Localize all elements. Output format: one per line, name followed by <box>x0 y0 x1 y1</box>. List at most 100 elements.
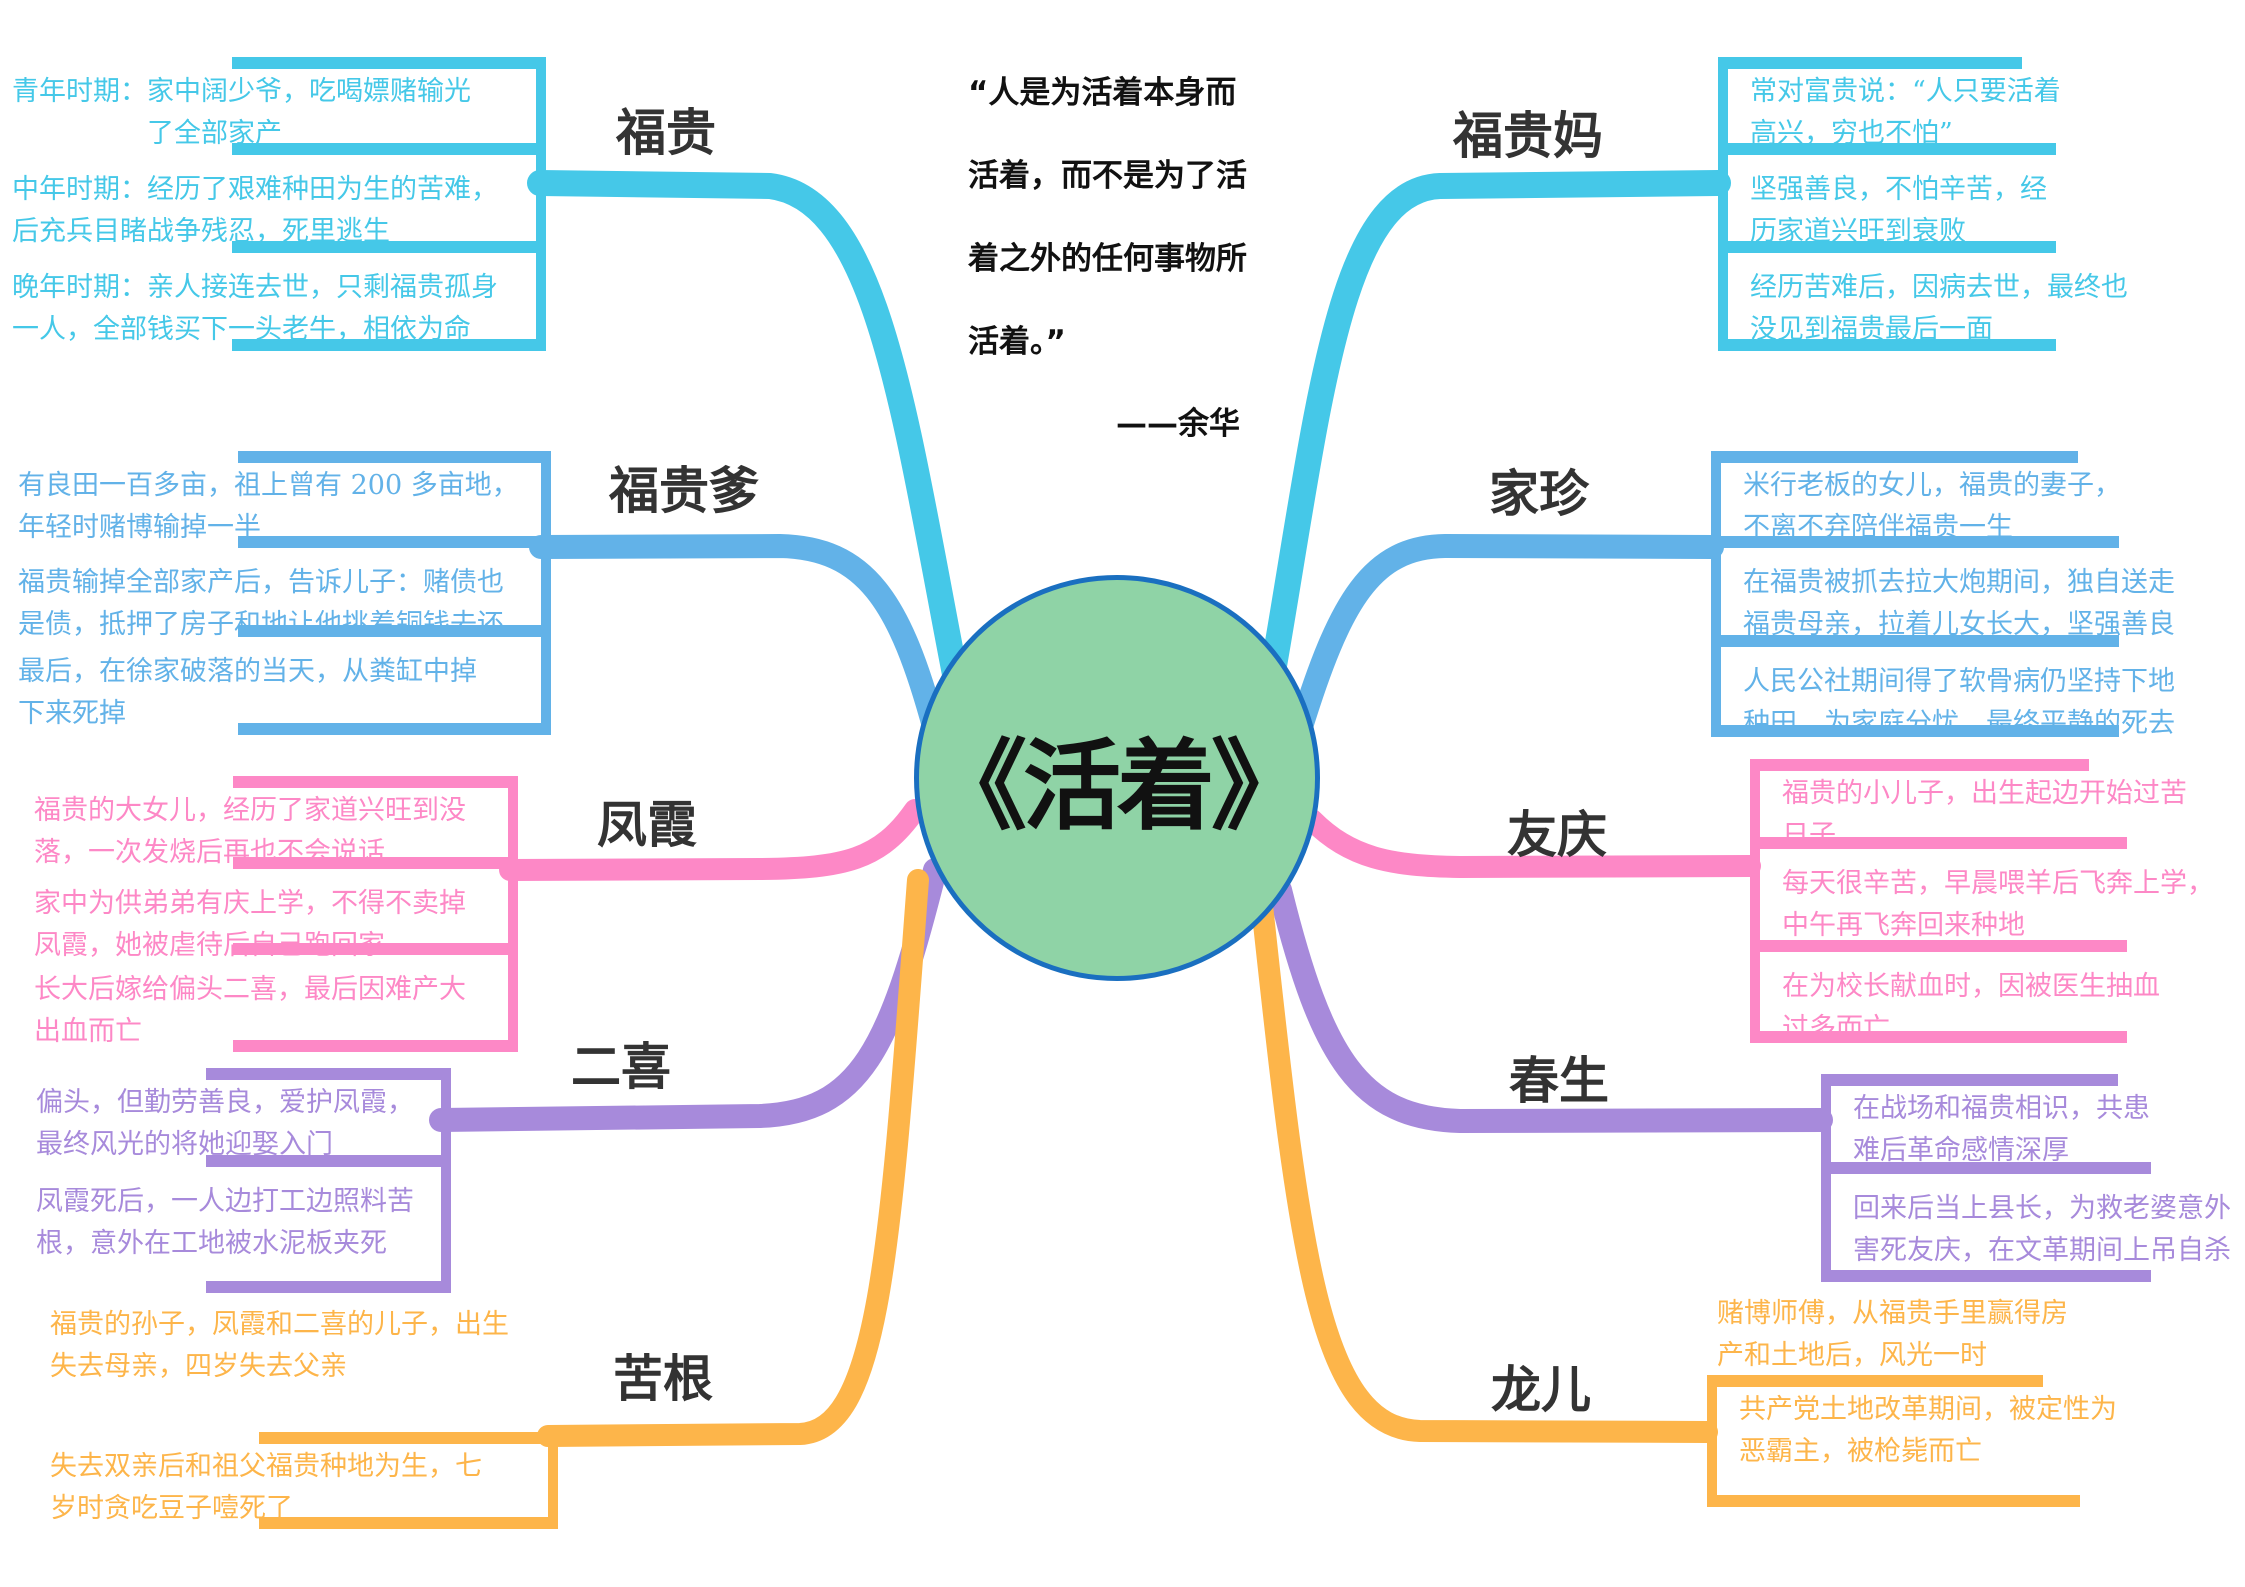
detail-text-line: 最后，在徐家破落的当天，从粪缸中掉 <box>18 656 477 687</box>
branch-label-youqing[interactable]: 友庆 <box>1507 806 1607 864</box>
branch-line-longer <box>1251 894 1718 1443</box>
detail-group-chunsheng: 在战场和福贵相识，共患难后革命感情深厚回来后当上县长，为救老婆意外害死友庆，在文… <box>1821 1074 2241 1282</box>
branch-line-fengxia <box>499 799 926 881</box>
branch-line-fuguidie <box>529 534 947 742</box>
detail-text-line: 赌博师傅，从福贵手里赢得房 <box>1717 1298 2068 1329</box>
detail-group-erxi: 偏头，但勤劳善良，爱护凤霞， 最终风光的将她迎娶入门凤霞死后，一人边打工边照料苦根… <box>36 1068 451 1293</box>
detail-text-line: 下来死掉 <box>18 698 126 729</box>
quote-line: 活着。” <box>968 324 1066 360</box>
branch-line-youqing <box>1301 809 1761 878</box>
branch-line-fuguima <box>1255 170 1731 713</box>
detail-item[interactable]: 每天很辛苦，早晨喂羊后飞奔上学，中午再飞奔回来种地 <box>1760 849 2230 952</box>
detail-text-line: 中年时期：经历了艰难种田为生的苦难， <box>12 174 498 205</box>
detail-text-line: 每天很辛苦，早晨喂羊后飞奔上学， <box>1782 868 2214 899</box>
branch-label-fugui[interactable]: 福贵 <box>616 104 716 162</box>
detail-text-line: 长大后嫁给偏头二喜，最后因难产大 <box>34 974 466 1005</box>
detail-item[interactable]: 人民公社期间得了软骨病仍坚持下地种田，为家庭分忧，最终平静的死去 <box>1721 647 2231 739</box>
detail-text-line: 失去母亲，四岁失去父亲 <box>50 1351 347 1382</box>
detail-item[interactable]: 常对富贵说：“人只要活着高兴，穷也不怕” <box>1728 57 2148 155</box>
detail-item[interactable]: 晚年时期：亲人接连去世，只剩福贵孤身一人，全部钱买下一头老牛，相依为命 <box>12 253 536 351</box>
detail-text-line: 了全部家产 <box>12 118 282 149</box>
branch-line-chunsheng <box>1268 878 1833 1133</box>
detail-text-line: 米行老板的女儿，福贵的妻子， <box>1743 470 2121 501</box>
detail-text-line: 高兴，穷也不怕” <box>1750 118 1953 149</box>
detail-item[interactable]: 福贵输掉全部家产后，告诉儿子：赌债也是债，抵押了房子和地让他挑着铜钱去还 <box>18 548 541 640</box>
detail-item[interactable]: 坚强善良，不怕辛苦，经历家道兴旺到衰败 <box>1728 155 2148 253</box>
detail-text-line: 福贵的小儿子，出生起边开始过苦 <box>1782 778 2187 809</box>
branch-label-erxi[interactable]: 二喜 <box>571 1038 671 1096</box>
detail-group-kugen: 福贵的孙子，凤霞和二喜的儿子，出生失去母亲，四岁失去父亲失去双亲后和祖父福贵种地… <box>50 1309 558 1529</box>
detail-item[interactable]: 米行老板的女儿，福贵的妻子，不离不弃陪伴福贵一生 <box>1721 451 2231 548</box>
detail-text-line: 偏头，但勤劳善良，爱护凤霞， <box>36 1087 414 1118</box>
detail-item[interactable]: 长大后嫁给偏头二喜，最后因难产大出血而亡 <box>34 955 508 1052</box>
detail-item[interactable]: 共产党土地改革期间，被定性为恶霸主，被枪毙而亡 <box>1717 1375 2182 1507</box>
detail-text-line: 凤霞死后，一人边打工边照料苦 <box>36 1186 414 1217</box>
detail-text-line: 岁时贪吃豆子噎死了 <box>50 1493 293 1524</box>
detail-text-line: 没见到福贵最后一面 <box>1750 314 1993 345</box>
detail-group-fuguima: 常对富贵说：“人只要活着高兴，穷也不怕”坚强善良，不怕辛苦，经历家道兴旺到衰败经… <box>1718 57 2148 351</box>
branch-line-jiazhen <box>1288 534 1724 742</box>
detail-text-line: 历家道兴旺到衰败 <box>1750 216 1966 247</box>
detail-item[interactable]: 在战场和福贵相识，共患难后革命感情深厚 <box>1831 1074 2241 1174</box>
detail-item[interactable]: 失去双亲后和祖父福贵种地为生，七岁时贪吃豆子噎死了 <box>50 1432 548 1529</box>
detail-group-fengxia: 福贵的大女儿，经历了家道兴旺到没落，一次发烧后再也不会说话家中为供弟弟有庆上学，… <box>34 776 518 1052</box>
detail-text-line: 在福贵被抓去拉大炮期间，独自送走 <box>1743 567 2175 598</box>
branch-label-fuguidie[interactable]: 福贵爹 <box>609 462 759 520</box>
detail-text-line: 出血而亡 <box>34 1016 142 1047</box>
detail-item[interactable]: 福贵的小儿子，出生起边开始过苦日子 <box>1760 759 2230 851</box>
branch-line-kugen <box>537 869 929 1447</box>
detail-text-line: 害死友庆，在文革期间上吊自杀 <box>1853 1235 2231 1266</box>
detail-item[interactable]: 中年时期：经历了艰难种田为生的苦难，后充兵目睹战争残忍，死里逃生 <box>12 155 536 253</box>
detail-text-line: 家中为供弟弟有庆上学，不得不卖掉 <box>34 888 466 919</box>
detail-text-line: 回来后当上县长，为救老婆意外 <box>1853 1193 2231 1224</box>
detail-item[interactable]: 回来后当上县长，为救老婆意外害死友庆，在文革期间上吊自杀 <box>1831 1174 2241 1282</box>
detail-group-jiazhen: 米行老板的女儿，福贵的妻子，不离不弃陪伴福贵一生在福贵被抓去拉大炮期间，独自送走… <box>1711 451 2231 739</box>
detail-item[interactable]: 赌博师傅，从福贵手里赢得房产和土地后，风光一时 <box>1717 1293 2068 1377</box>
detail-text-line: 恶霸主，被枪毙而亡 <box>1739 1436 1982 1467</box>
detail-item[interactable]: 在福贵被抓去拉大炮期间，独自送走福贵母亲，拉着儿女长大，坚强善良 <box>1721 548 2231 647</box>
detail-text-line: 最终风光的将她迎娶入门 <box>36 1129 333 1160</box>
quote-block: “人是为活着本身而 活着，而不是为了活 着之外的任何事物所 活着。” ——余华 <box>968 68 1288 442</box>
quote-line: 着之外的任何事物所 <box>968 241 1247 277</box>
quote-line: “人是为活着本身而 <box>968 75 1237 111</box>
branch-label-kugen[interactable]: 苦根 <box>613 1350 713 1408</box>
detail-text-line: 在战场和福贵相识，共患 <box>1853 1093 2150 1124</box>
detail-item[interactable]: 有良田一百多亩，祖上曾有 200 多亩地， 年轻时赌博输掉一半 <box>18 451 541 548</box>
detail-item[interactable]: 经历苦难后，因病去世，最终也没见到福贵最后一面 <box>1728 253 2148 351</box>
detail-text-line: 青年时期：家中阔少爷，吃喝嫖赌输光 <box>12 76 471 107</box>
branch-label-jiazhen[interactable]: 家珍 <box>1489 465 1589 523</box>
detail-group-longer: 赌博师傅，从福贵手里赢得房产和土地后，风光一时共产党土地改革期间，被定性为恶霸主… <box>1707 1298 2182 1507</box>
branch-label-longer[interactable]: 龙儿 <box>1491 1361 1591 1419</box>
detail-text-line: 落，一次发烧后再也不会说话 <box>34 837 385 868</box>
branch-line-fugui <box>527 170 973 713</box>
detail-text-line: 有良田一百多亩，祖上曾有 200 多亩地， <box>18 470 519 501</box>
detail-text-line: 经历苦难后，因病去世，最终也 <box>1750 272 2128 303</box>
quote-author: ——余华 <box>1116 406 1240 442</box>
branch-label-fuguima[interactable]: 福贵妈 <box>1453 107 1603 165</box>
detail-text-line: 共产党土地改革期间，被定性为 <box>1739 1394 2117 1425</box>
detail-text-line: 根，意外在工地被水泥板夹死 <box>36 1228 387 1259</box>
detail-item[interactable]: 家中为供弟弟有庆上学，不得不卖掉凤霞，她被虐待后自己跑回家 <box>34 869 508 961</box>
branch-label-fengxia[interactable]: 凤霞 <box>597 796 697 854</box>
detail-text-line: 福贵输掉全部家产后，告诉儿子：赌债也 <box>18 567 504 598</box>
detail-item[interactable]: 福贵的大女儿，经历了家道兴旺到没落，一次发烧后再也不会说话 <box>34 776 508 869</box>
detail-text-line: 难后革命感情深厚 <box>1853 1135 2069 1166</box>
central-topic[interactable]: 《活着》 <box>914 575 1320 981</box>
detail-text-line: 晚年时期：亲人接连去世，只剩福贵孤身 <box>12 272 498 303</box>
detail-item[interactable]: 在为校长献血时，因被医生抽血过多而亡 <box>1760 952 2230 1044</box>
branch-label-chunsheng[interactable]: 春生 <box>1509 1052 1609 1110</box>
detail-item[interactable]: 最后，在徐家破落的当天，从粪缸中掉下来死掉 <box>18 637 541 735</box>
central-topic-title: 《活着》 <box>928 730 1309 844</box>
detail-item[interactable]: 偏头，但勤劳善良，爱护凤霞， 最终风光的将她迎娶入门 <box>36 1068 441 1167</box>
detail-text-line: 福贵的孙子，凤霞和二喜的儿子，出生 <box>50 1309 509 1340</box>
detail-item[interactable]: 青年时期：家中阔少爷，吃喝嫖赌输光 了全部家产 <box>12 57 536 155</box>
detail-text-line: 年轻时赌博输掉一半 <box>18 512 261 543</box>
detail-text-line: 福贵母亲，拉着儿女长大，坚强善良 <box>1743 609 2175 640</box>
detail-item[interactable]: 福贵的孙子，凤霞和二喜的儿子，出生失去母亲，四岁失去父亲 <box>50 1304 509 1388</box>
detail-item[interactable]: 凤霞死后，一人边打工边照料苦根，意外在工地被水泥板夹死 <box>36 1167 441 1293</box>
detail-text-line: 种田，为家庭分忧，最终平静的死去 <box>1743 708 2175 739</box>
detail-group-youqing: 福贵的小儿子，出生起边开始过苦日子每天很辛苦，早晨喂羊后飞奔上学，中午再飞奔回来… <box>1750 759 2230 1044</box>
detail-group-fuguidie: 有良田一百多亩，祖上曾有 200 多亩地， 年轻时赌博输掉一半福贵输掉全部家产后，… <box>18 451 551 735</box>
detail-text-line: 常对富贵说：“人只要活着 <box>1750 76 2061 107</box>
